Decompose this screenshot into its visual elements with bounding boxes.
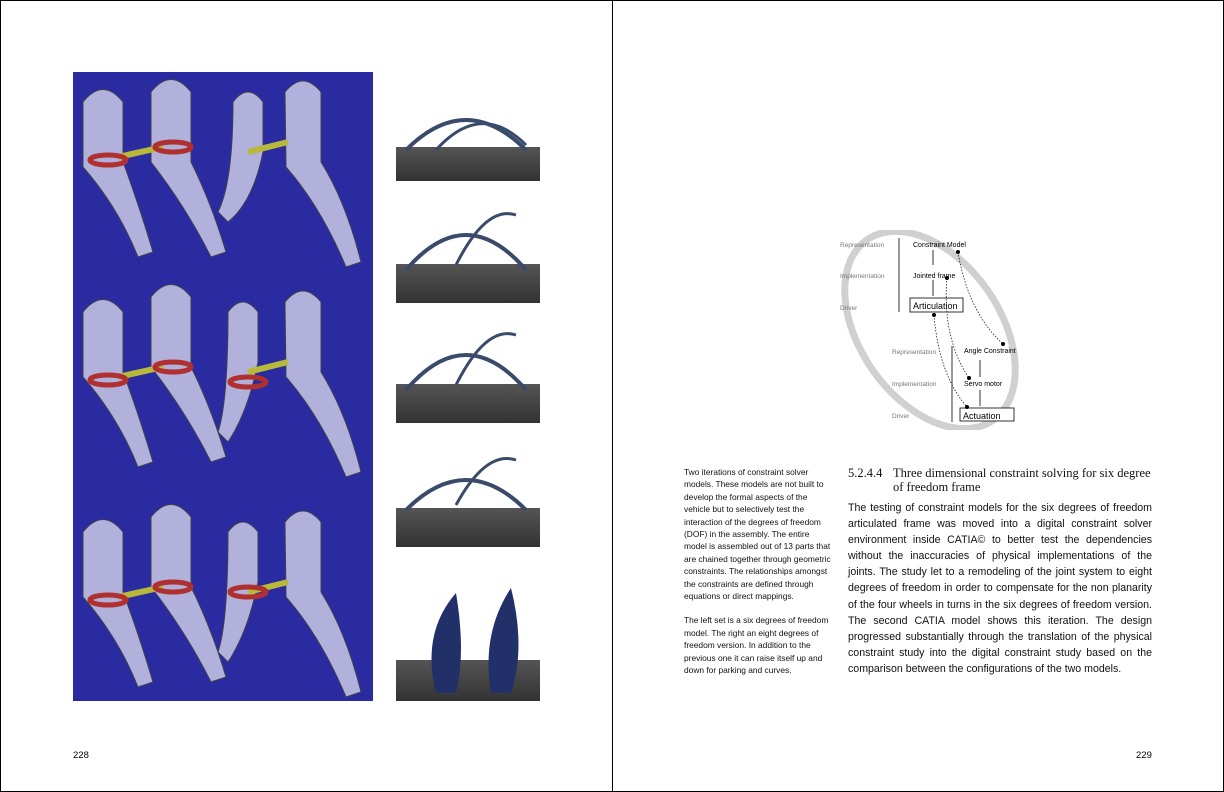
thumbnail-render-3 <box>396 325 540 423</box>
thumbnail-render-1 <box>396 95 540 181</box>
node-articulation: Articulation <box>913 301 958 311</box>
label-implementation-top: Implementation <box>840 273 885 280</box>
thumbnail-render-2 <box>396 205 540 303</box>
section-title: Three dimensional constraint solving for… <box>893 466 1151 494</box>
section-body: The testing of constraint models for the… <box>848 502 1152 675</box>
figure-caption: Two iterations of constraint solver mode… <box>684 466 834 689</box>
thumbnail-render-5 <box>396 583 540 701</box>
label-driver-bottom: Driver <box>892 413 910 420</box>
label-implementation-bottom: Implementation <box>892 381 937 388</box>
node-actuation: Actuation <box>963 411 1001 421</box>
label-driver-top: Driver <box>840 305 858 312</box>
thumbnail-render-4 <box>396 450 540 547</box>
node-servo-motor: Servo motor <box>964 381 1003 388</box>
section-number: 5.2.4.4 <box>848 466 883 480</box>
page-number-left: 228 <box>73 750 89 761</box>
caption-paragraph: Two iterations of constraint solver mode… <box>684 467 831 602</box>
page-spine <box>612 0 613 792</box>
constraint-hierarchy-diagram: Representation Implementation Driver Rep… <box>830 227 1030 433</box>
node-angle-constraint: Angle Constraint <box>964 348 1016 355</box>
caption-paragraph: The left set is a six degrees of freedom… <box>684 615 829 676</box>
section-heading: 5.2.4.4 Three dimensional constraint sol… <box>848 466 1158 494</box>
diagram-ellipse <box>841 227 1019 433</box>
label-representation-bottom: Representation <box>892 349 936 356</box>
constraint-models-render <box>73 72 373 701</box>
node-constraint-model: Constraint Model <box>913 242 966 249</box>
label-representation-top: Representation <box>840 242 884 249</box>
page-number-right: 229 <box>1136 750 1152 761</box>
node-jointed-frame: Jointed frame <box>913 273 956 280</box>
